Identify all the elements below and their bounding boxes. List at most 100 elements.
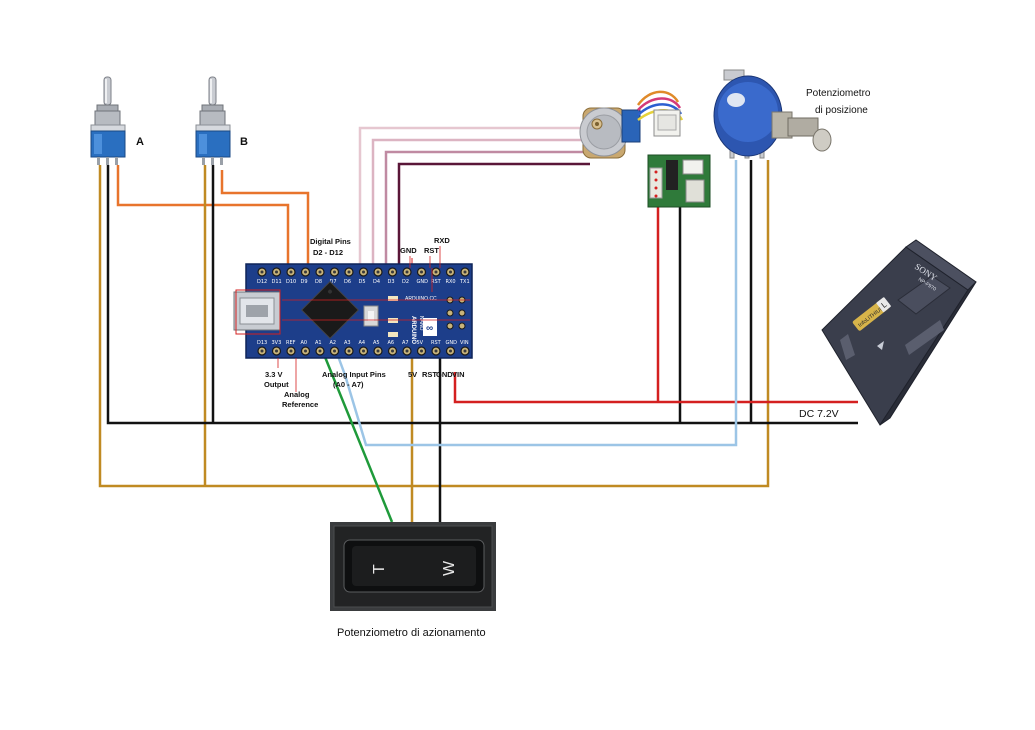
stepper-driver-board: [647, 154, 711, 208]
toggle-switch-b[interactable]: [195, 76, 231, 165]
bottom-pin-label: RST: [431, 340, 442, 346]
label-analog-line2: (A0 - A7): [333, 380, 364, 389]
toggle-switch-a[interactable]: [90, 76, 126, 165]
drive-potentiometer[interactable]: T W: [330, 522, 496, 611]
wire-switch-a-signal: [116, 165, 290, 265]
bottom-pin-label: A1: [315, 340, 322, 346]
label-digital-pins: Digital Pins: [310, 237, 351, 246]
bottom-pin-center: [449, 349, 452, 353]
top-pin-label: D9: [301, 279, 308, 285]
bottom-pin-label: VIN: [460, 340, 469, 346]
label-aref-line1: Analog: [284, 390, 310, 399]
battery-arrow-icon: [877, 341, 884, 350]
top-pin-center: [434, 270, 438, 274]
top-pin-center: [333, 270, 336, 274]
wire-stepper-in1: [358, 126, 590, 265]
switch-a-label: A: [136, 136, 144, 148]
bottom-pin-label: REF: [286, 340, 296, 346]
battery-series-letter: L: [880, 300, 889, 310]
bottom-pin-center: [333, 349, 336, 353]
icsp-header: [446, 296, 466, 330]
label-gnd-bottom: GND: [436, 370, 453, 379]
bottom-pin-center: [304, 349, 307, 353]
bottom-pin-center: [362, 349, 365, 353]
top-pin-label: GND: [417, 279, 429, 285]
label-digital-range: D2 - D12: [313, 248, 343, 257]
label-rst-top: RST: [424, 246, 439, 255]
top-pin-center: [260, 270, 264, 274]
wire-vin: [453, 372, 858, 404]
bottom-pin-center: [260, 349, 264, 353]
top-pin-center: [405, 270, 409, 274]
top-pin-label: D8: [315, 279, 322, 285]
battery-pack: InfoLITHIUM L SONY NP-F970: [821, 239, 977, 426]
top-pin-center: [318, 270, 322, 274]
bottom-pin-label: D13: [257, 340, 267, 346]
label-5v: 5V: [408, 370, 417, 379]
drive-pot-w-label: W: [441, 560, 458, 576]
bottom-pin-label: 5V: [417, 340, 424, 346]
top-pin-center: [420, 270, 423, 274]
label-rst-bottom: RST: [422, 370, 437, 379]
atmega-chip: [301, 281, 359, 339]
bottom-pin-center: [391, 349, 394, 353]
label-3v3-line1: 3.3 V: [265, 370, 283, 379]
top-pin-center: [449, 270, 452, 274]
top-pin-center: [463, 270, 467, 274]
top-pin-label: RST: [431, 279, 442, 285]
bottom-pin-label: A0: [301, 340, 308, 346]
label-rxd: RXD: [434, 236, 450, 245]
wire-gold-common: [98, 160, 770, 488]
bottom-pin-center: [405, 349, 409, 353]
label-aref-line2: Reference: [282, 400, 318, 409]
arduino-board-text: ARDUINO: [410, 316, 416, 344]
bottom-pin-center: [434, 349, 438, 353]
bottom-pin-label: A6: [388, 340, 395, 346]
bottom-pin-center: [289, 349, 293, 353]
bottom-pin-center: [376, 349, 380, 353]
bottom-pin-center: [420, 349, 423, 353]
position-potentiometer[interactable]: [713, 69, 832, 159]
top-pin-center: [304, 270, 307, 274]
wire-drive-wiper: [321, 351, 394, 523]
label-gnd-top: GND: [400, 246, 417, 255]
wire-switch-b-signal: [220, 170, 310, 265]
bottom-pin-center: [463, 349, 467, 353]
bottom-pin-label: A7: [402, 340, 409, 346]
top-pin-center: [275, 270, 278, 274]
wire-ground-bus: [106, 165, 858, 425]
arduino-nano-text: NANO: [418, 316, 424, 331]
bottom-pin-center: [318, 349, 322, 353]
top-pin-center: [391, 270, 394, 274]
svg-text:∞: ∞: [426, 323, 433, 334]
top-pin-label: D6: [344, 279, 351, 285]
position-pot-label-line1: Potenziometro: [806, 88, 871, 99]
wire-pot-wiper: [333, 160, 738, 447]
top-pin-center: [376, 270, 380, 274]
top-pin-center: [289, 270, 293, 274]
bottom-pin-label: A3: [344, 340, 351, 346]
bottom-pin-label: A5: [373, 340, 380, 346]
position-pot-label-line2: di posizione: [815, 105, 868, 116]
arduino-site-text: ARDUINO.CC: [405, 296, 437, 302]
top-pin-label: D4: [373, 279, 380, 285]
wire-stepper-in2: [371, 138, 590, 265]
supply-voltage-label: DC 7.2V: [799, 408, 839, 420]
stepper-motor: [579, 90, 684, 159]
top-pin-label: RX0: [446, 279, 456, 285]
switch-b-label: B: [240, 136, 248, 148]
wire-stepper-in3: [384, 150, 590, 265]
bottom-pin-label: GND: [446, 340, 458, 346]
top-pin-label: D5: [359, 279, 366, 285]
top-pin-label: D12: [257, 279, 267, 285]
label-3v3-line2: Output: [264, 380, 289, 389]
bottom-pin-label: 3V3: [272, 340, 282, 346]
drive-pot-t-label: T: [371, 564, 388, 574]
top-pin-label: D10: [286, 279, 296, 285]
bottom-pin-center: [275, 349, 278, 353]
top-pin-label: D3: [388, 279, 395, 285]
